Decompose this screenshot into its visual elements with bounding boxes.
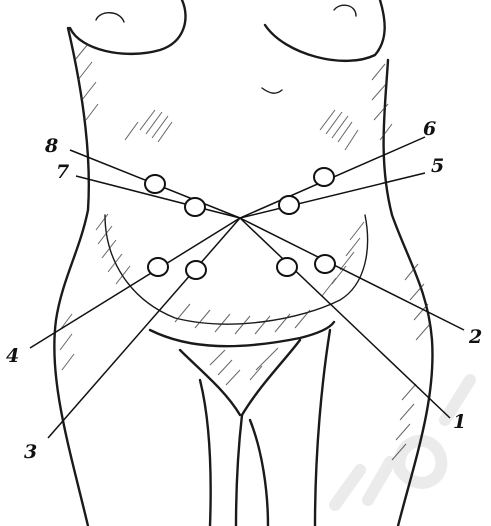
port-marker <box>314 168 334 186</box>
port-marker <box>277 258 297 276</box>
ray-4 <box>30 218 240 348</box>
ray-1 <box>240 218 450 418</box>
port-markers <box>145 168 335 279</box>
label-6: 6 <box>423 118 436 140</box>
port-marker <box>186 261 206 279</box>
label-2: 2 <box>468 326 482 348</box>
port-marker <box>279 196 299 214</box>
shading <box>60 44 430 460</box>
port-marker <box>315 255 335 273</box>
torso-outline <box>54 0 432 526</box>
port-marker <box>145 175 165 193</box>
label-8: 8 <box>44 135 58 157</box>
label-7: 7 <box>56 161 69 183</box>
projection-lines <box>30 137 464 438</box>
port-marker <box>148 258 168 276</box>
label-1: 1 <box>453 411 466 433</box>
label-4: 4 <box>6 345 19 367</box>
ray-2 <box>240 218 464 330</box>
label-5: 5 <box>431 155 444 177</box>
port-marker <box>185 198 205 216</box>
label-3: 3 <box>24 441 37 463</box>
